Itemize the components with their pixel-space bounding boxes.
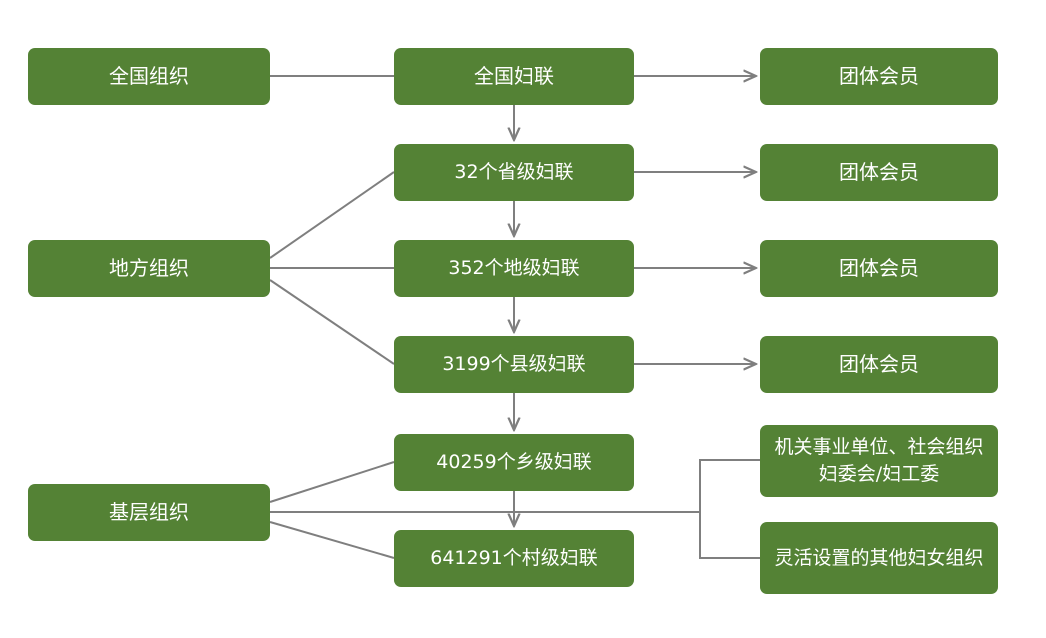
flexible-womens-organizations: 灵活设置的其他妇女组织 <box>760 522 998 594</box>
connector-grassroots-to-flexible <box>699 512 760 559</box>
federation-county: 3199个县级妇联 <box>394 336 634 393</box>
federation-national: 全国妇联 <box>394 48 634 105</box>
connector-grassroots-to-other-orgs <box>270 459 760 513</box>
group-member-prefecture: 团体会员 <box>760 240 998 297</box>
level-local: 地方组织 <box>28 240 270 297</box>
group-member-county: 团体会员 <box>760 336 998 393</box>
group-member-provincial: 团体会员 <box>760 144 998 201</box>
federation-village: 641291个村级妇联 <box>394 530 634 587</box>
connector-local-to-county <box>269 279 395 365</box>
connector-grassroots-to-township <box>269 461 395 503</box>
institutions-womens-committee: 机关事业单位、社会组织妇委会/妇工委 <box>760 425 998 497</box>
group-member-national: 团体会员 <box>760 48 998 105</box>
federation-township: 40259个乡级妇联 <box>394 434 634 491</box>
level-national: 全国组织 <box>28 48 270 105</box>
connector-grassroots-to-village <box>269 521 395 559</box>
connector-local-to-provincial <box>269 171 395 259</box>
federation-prefecture: 352个地级妇联 <box>394 240 634 297</box>
federation-provincial: 32个省级妇联 <box>394 144 634 201</box>
level-grassroots: 基层组织 <box>28 484 270 541</box>
